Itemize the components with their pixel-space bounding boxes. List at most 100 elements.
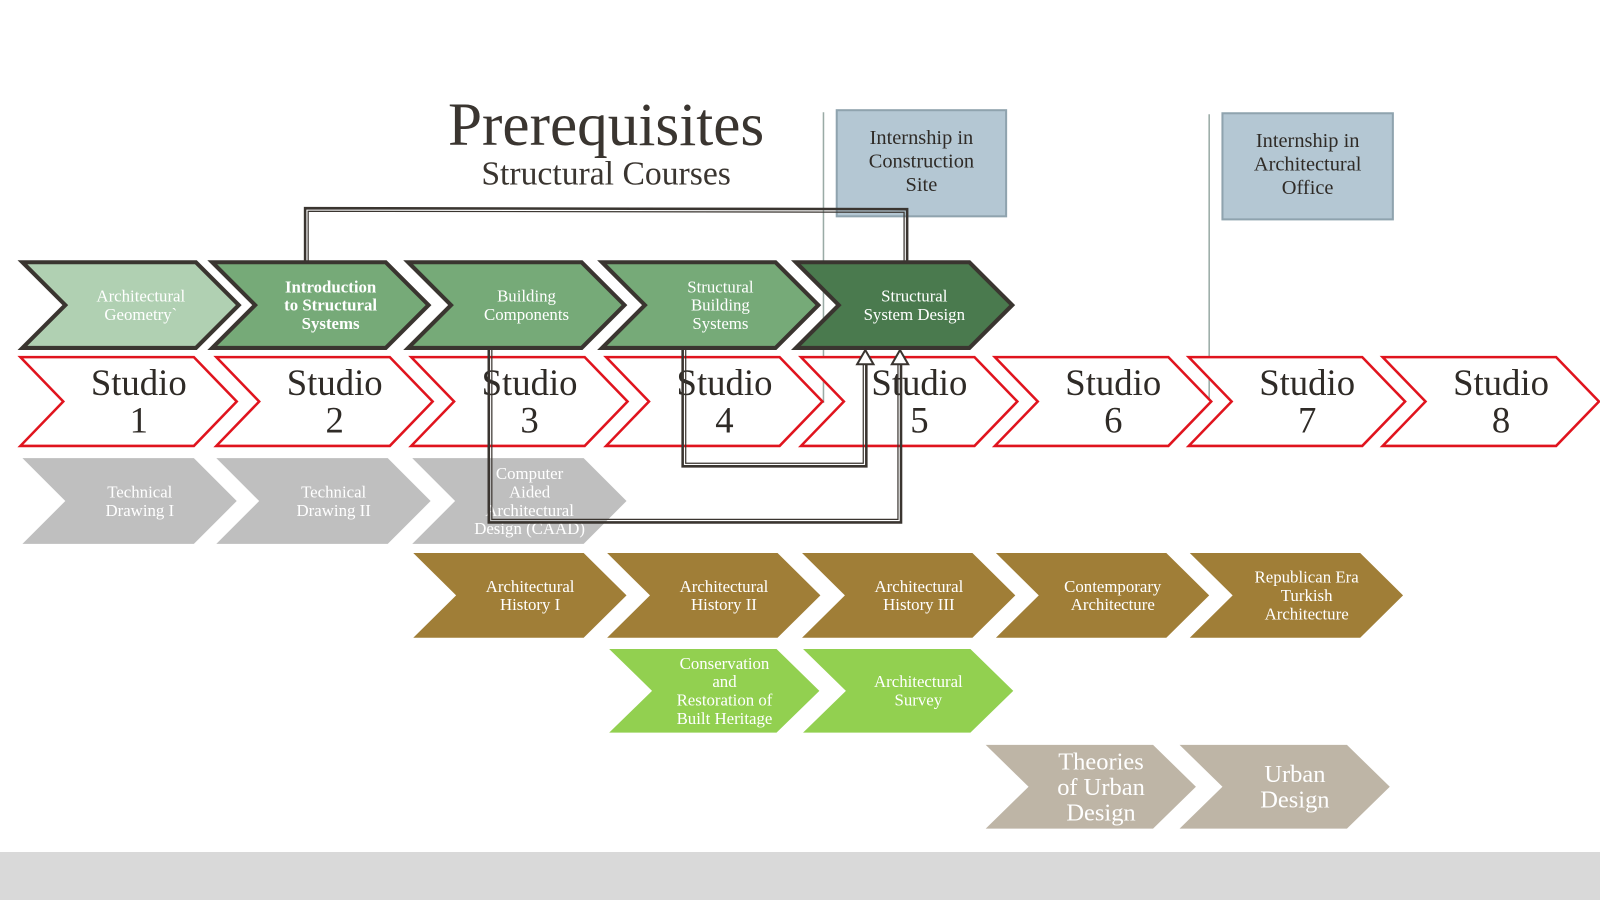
chevron-shape: [790, 260, 1016, 350]
label-line: Studio: [1453, 362, 1549, 403]
label-line: Studio: [871, 362, 967, 403]
label-line: and: [712, 672, 737, 691]
label-line: Studio: [1259, 362, 1355, 403]
connector-intro-to-design: [307, 210, 905, 263]
label-line: History I: [500, 595, 561, 614]
label-line: Systems: [302, 314, 360, 333]
chevron-shape: [413, 553, 627, 638]
chevron-shape: [213, 355, 435, 448]
label-line: Architectural: [96, 286, 185, 305]
label-line: Studio: [677, 362, 773, 403]
internship-box-shape: [835, 109, 1008, 218]
label-line: Technical: [301, 482, 366, 501]
label-line: 2: [326, 400, 344, 441]
label-line: Studio: [1065, 362, 1161, 403]
label-line: History II: [691, 595, 757, 614]
label-line: Structural: [881, 286, 948, 305]
connector-components-to-design: [487, 348, 903, 524]
label-line: Internship in: [870, 127, 974, 149]
label-line: Conservation: [680, 654, 770, 673]
chevron-shape: [403, 260, 628, 350]
slide-footer-bar: [0, 852, 1600, 900]
label-line: 8: [1492, 400, 1510, 441]
label-line: Site: [906, 174, 938, 196]
chevron-shape: [1179, 744, 1390, 829]
connector-systems-to-design: [685, 348, 864, 464]
label-line: Built Heritage: [677, 709, 773, 728]
label-line: Architectural: [485, 501, 574, 520]
chevron-shape: [22, 458, 237, 544]
label-line: Survey: [895, 691, 943, 710]
label-line: Architecture: [1071, 595, 1155, 614]
label-line: Studio: [91, 362, 187, 403]
label-line: Architectural: [874, 672, 963, 691]
internship-box-shape: [1221, 112, 1394, 221]
label-line: Internship in: [1256, 130, 1360, 152]
chevron-shape: [991, 355, 1213, 448]
label-line: Drawing I: [105, 501, 174, 520]
label-line: Turkish: [1281, 586, 1333, 605]
chevron-shape: [603, 355, 825, 448]
connector-intro-to-design: [303, 206, 909, 263]
label-line: Architecture: [1265, 604, 1349, 623]
label-line: Architectural: [486, 577, 575, 596]
label-line: Architectural: [874, 577, 963, 596]
label-line: Drawing II: [297, 501, 372, 520]
label-line: 7: [1298, 400, 1316, 441]
label-line: Design: [1066, 799, 1135, 826]
label-line: Architectural: [1254, 153, 1362, 175]
label-line: Components: [484, 305, 569, 324]
page-title: Prerequisites: [448, 91, 764, 159]
label-line: Building: [497, 286, 556, 305]
chevron-shape: [597, 260, 822, 350]
label-line: Theories: [1058, 748, 1144, 775]
label-line: 1: [130, 400, 148, 441]
label-line: to Structural: [284, 296, 377, 315]
label-line: 4: [715, 400, 733, 441]
chevron-shape: [17, 355, 239, 448]
